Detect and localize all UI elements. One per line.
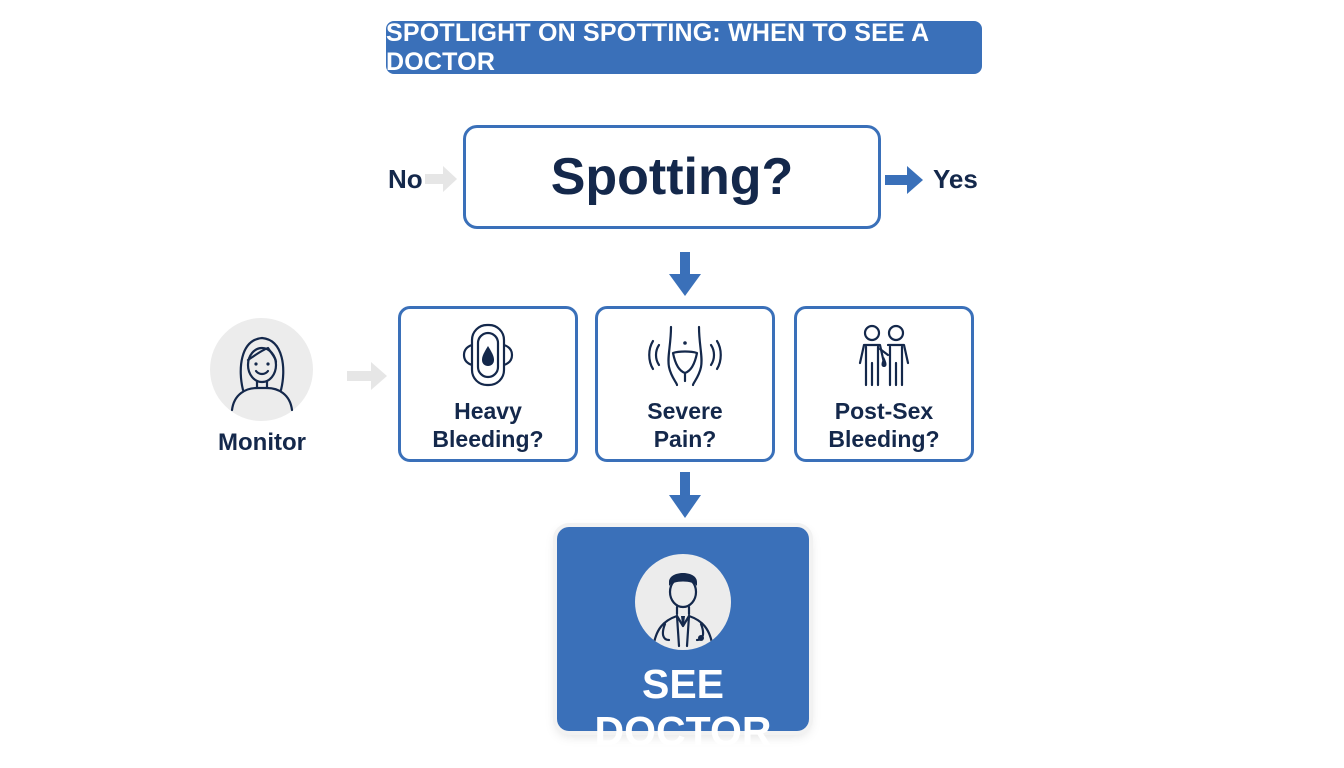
couple-icon: [858, 324, 910, 387]
criteria-post-sex-bleeding: Post-Sex Bleeding?: [794, 306, 974, 462]
woman-icon: [230, 336, 294, 412]
no-label: No: [388, 164, 423, 194]
no-arrow: [425, 166, 457, 192]
down-arrow-to-criteria: [669, 252, 701, 296]
monitor-label: Monitor: [218, 429, 306, 456]
spotting-question: Spotting?: [550, 148, 794, 206]
down-arrow-to-doctor: [669, 472, 701, 518]
criteria-severe-pain: Severe Pain?: [595, 306, 775, 462]
monitor-arrow: [347, 362, 387, 390]
yes-arrow: [885, 166, 923, 194]
criteria-heavy-bleeding: Heavy Bleeding?: [398, 306, 578, 462]
title-banner: SPOTLIGHT ON SPOTTING: WHEN TO SEE A DOC…: [386, 18, 982, 76]
doctor-avatar: [635, 554, 731, 650]
diagram-title: SPOTLIGHT ON SPOTTING: WHEN TO SEE A DOC…: [386, 18, 929, 76]
pad-drop-icon: [462, 323, 514, 387]
see-doctor-label: SEE DOCTOR: [594, 661, 772, 754]
doctor-icon: [651, 573, 715, 650]
spotting-question-box: Spotting?: [463, 125, 881, 229]
abdomen-pain-icon: [648, 325, 722, 387]
yes-label: Yes: [933, 164, 978, 194]
criteria-label: Post-Sex Bleeding?: [828, 398, 940, 452]
monitor-avatar: [210, 318, 313, 421]
criteria-label: Severe Pain?: [647, 398, 723, 452]
see-doctor-card: SEE DOCTOR: [557, 527, 809, 754]
criteria-label: Heavy Bleeding?: [432, 398, 544, 452]
